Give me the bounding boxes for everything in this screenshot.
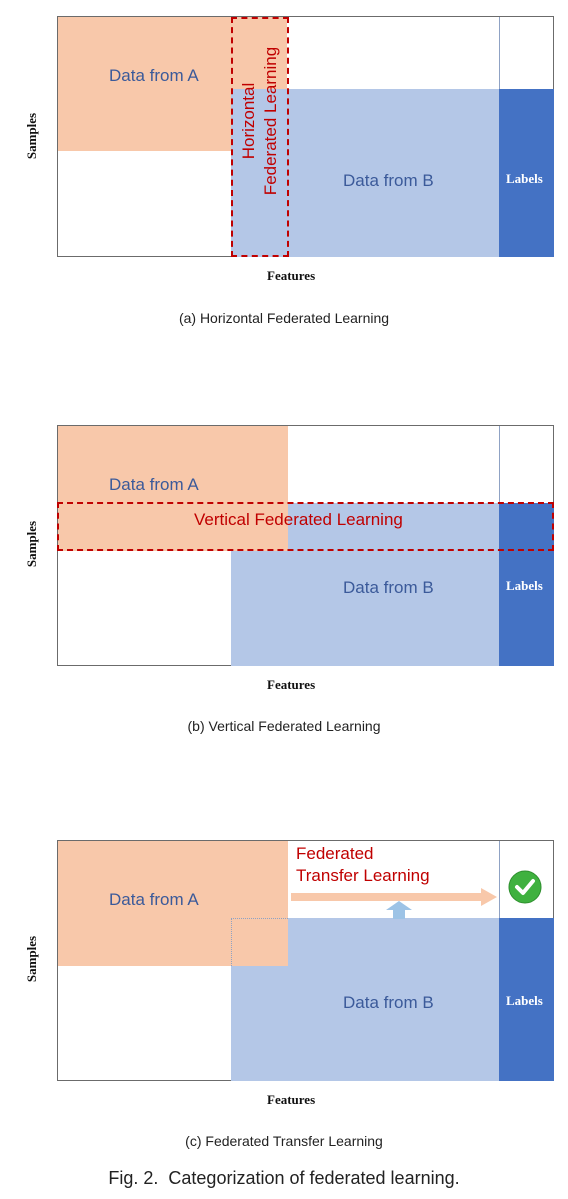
panel-horizontal: Data from A Data from B Labels Horizonta…: [0, 0, 568, 340]
labels-divider: [499, 841, 500, 918]
labels-label: Labels: [506, 171, 543, 186]
horizontal-fl-label-line2: Federated Learning: [261, 46, 280, 196]
block-data-b: [231, 89, 499, 257]
x-axis-label: Features: [267, 1092, 316, 1107]
data-b-label: Data from B: [343, 578, 434, 597]
panel-caption: (b) Vertical Federated Learning: [187, 718, 381, 734]
diagram-frame: Data from A Data from B Labels Vertical …: [57, 425, 554, 666]
data-b-label: Data from B: [343, 171, 434, 190]
panel-vertical: Data from A Data from B Labels Vertical …: [0, 410, 568, 750]
arrow-right-icon: [291, 888, 497, 906]
x-axis-label: Features: [267, 268, 316, 283]
y-axis-label: Samples: [24, 520, 39, 568]
data-a-label: Data from A: [109, 475, 199, 494]
check-circle-icon: [508, 870, 542, 904]
data-a-label: Data from A: [109, 66, 199, 85]
labels-label: Labels: [506, 578, 543, 593]
y-axis-label: Samples: [24, 935, 39, 983]
ftl-label-line1: Federated: [296, 844, 374, 863]
block-data-a: [58, 426, 288, 551]
labels-label: Labels: [506, 993, 543, 1008]
labels-divider: [499, 17, 500, 89]
vertical-fl-region: [57, 502, 554, 551]
horizontal-fl-label-line1: Horizontal: [239, 82, 258, 160]
diagram-frame: Data from A Data from B Labels Horizonta…: [57, 16, 554, 257]
horizontal-fl-region: [231, 17, 289, 257]
arrow-up-icon: [386, 901, 412, 919]
figure-caption: Fig. 2. Categorization of federated lear…: [108, 1168, 460, 1188]
block-data-a-overlap: [231, 17, 287, 89]
data-b-label: Data from B: [343, 993, 434, 1012]
block-labels: [499, 503, 554, 666]
ftl-label-line2: Transfer Learning: [296, 866, 430, 885]
vertical-fl-label: Vertical Federated Learning: [194, 510, 403, 529]
y-axis-label: Samples: [24, 112, 39, 160]
panel-caption: (a) Horizontal Federated Learning: [178, 310, 390, 326]
overlap-outline: [231, 918, 288, 966]
panel-transfer: Data from A Data from B Labels Federated…: [0, 825, 568, 1155]
block-data-a: [58, 841, 288, 966]
diagram-frame: Data from A Data from B Labels Federated…: [57, 840, 554, 1081]
panel-caption: (c) Federated Transfer Learning: [185, 1133, 383, 1149]
data-a-label: Data from A: [109, 890, 199, 909]
x-axis-label: Features: [267, 677, 316, 692]
block-labels: [499, 89, 554, 257]
block-labels: [499, 918, 554, 1081]
labels-divider: [499, 426, 500, 503]
